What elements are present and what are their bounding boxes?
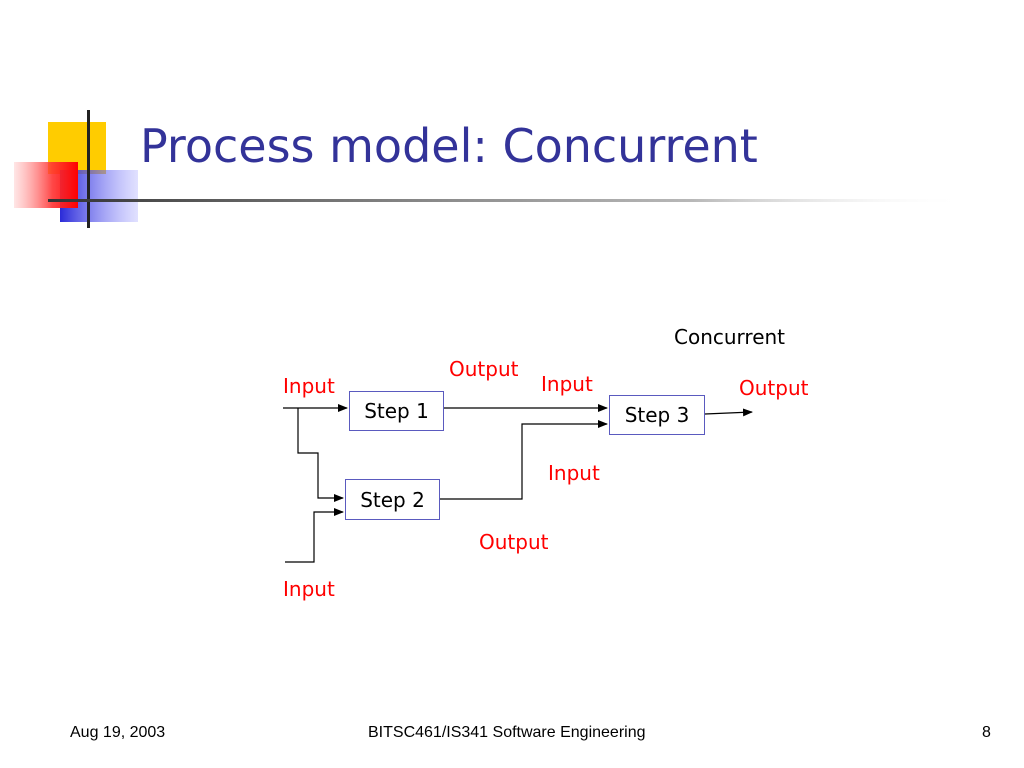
arrow-step2-to-step3	[440, 420, 608, 500]
step2-box: Step 2	[345, 479, 440, 520]
arrow-input2-to-step2	[285, 508, 344, 563]
output-label-step3: Output	[739, 376, 809, 400]
footer-date: Aug 19, 2003	[70, 724, 166, 741]
diagram-heading: Concurrent	[674, 325, 786, 349]
output-label-step1: Output	[449, 357, 519, 381]
footer-course: BITSC461/IS341 Software Engineering	[368, 724, 646, 741]
step1-box: Step 1	[349, 391, 444, 431]
output-label-step2: Output	[479, 530, 549, 554]
input-label-step3-top: Input	[541, 372, 593, 396]
title-underline	[48, 199, 968, 202]
step3-box: Step 3	[609, 395, 705, 435]
input-label-step3-bottom: Input	[548, 461, 600, 485]
page-title: Process model: Concurrent	[140, 119, 758, 173]
input-label-step2: Input	[283, 577, 335, 601]
arrow-step3-output	[704, 408, 753, 417]
arrow-branch-to-step2	[297, 408, 344, 502]
vertical-rule	[87, 110, 90, 228]
footer-page-number: 8	[982, 724, 991, 741]
input-label-step1: Input	[283, 374, 335, 398]
